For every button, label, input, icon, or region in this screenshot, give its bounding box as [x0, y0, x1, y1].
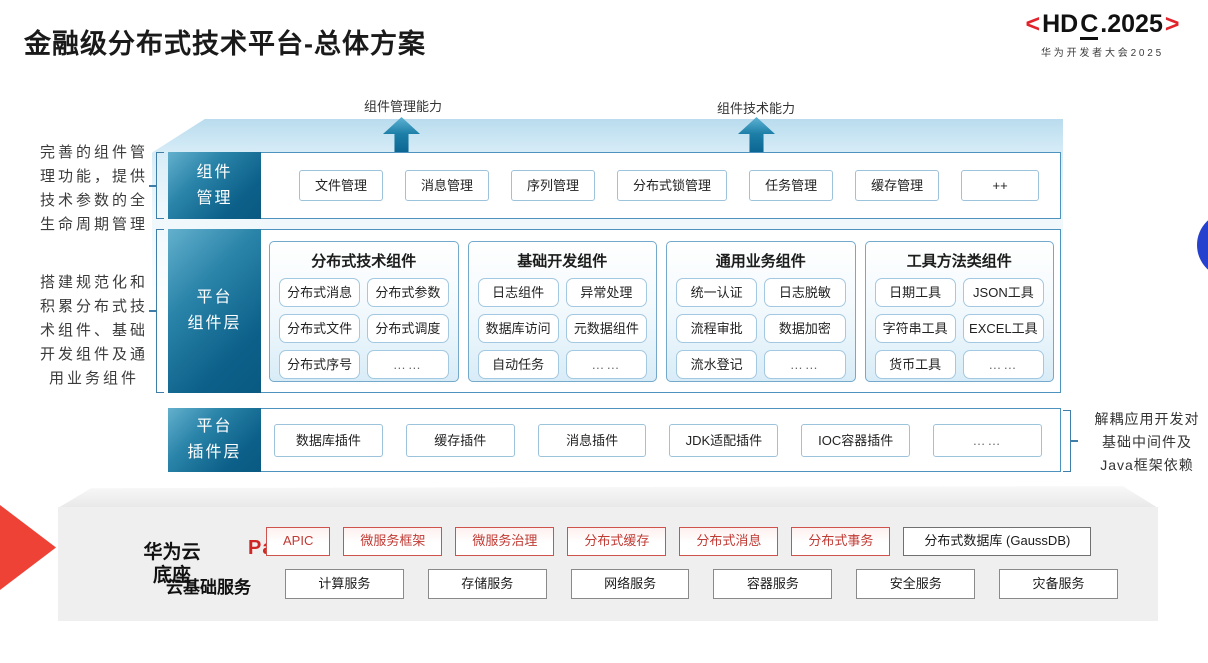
- iaas-service-box: 灾备服务: [999, 569, 1118, 599]
- cloud-basic-services-label: 云基础服务: [166, 578, 251, 597]
- platform-plugins-row: 平台 插件层 数据库插件 缓存插件 消息插件 JDK适配插件 IOC容器插件 ……: [168, 408, 1061, 472]
- logo-text-underlined: C: [1080, 11, 1099, 41]
- component-box: 日志组件: [477, 278, 559, 307]
- group-items: 统一认证 日志脱敏 流程审批 数据加密 流水登记 ……: [667, 278, 855, 388]
- component-management-row: 组件 管理 文件管理 消息管理 序列管理 分布式锁管理 任务管理 缓存管理 ++: [168, 152, 1061, 219]
- platform-components-row: 平台 组件层 分布式技术组件 分布式消息 分布式参数 分布式文件 分布式调度 分…: [168, 229, 1061, 393]
- component-box: 分布式锁管理: [617, 170, 728, 201]
- group-title: 分布式技术组件: [311, 253, 417, 270]
- left-bracket: [149, 229, 164, 393]
- page-title: 金融级分布式技术平台-总体方案: [24, 29, 426, 59]
- plugin-box: 数据库插件: [274, 423, 383, 457]
- platform-components-label: 平台 组件层: [168, 229, 261, 393]
- paas-database-box: 分布式数据库 (GaussDB): [903, 527, 1092, 556]
- paas-services-row: APIC 微服务框架 微服务治理 分布式缓存 分布式消息 分布式事务 分布式数据…: [266, 527, 1092, 557]
- component-box: 缓存管理: [855, 170, 940, 201]
- component-box: 分布式消息: [279, 278, 361, 307]
- component-box: 异常处理: [565, 278, 647, 307]
- note-component-management: 完善的组件管 理功能，提供 技术参数的全 生命周期管理: [39, 144, 148, 233]
- logo-subtitle: 华为开发者大会2025: [1040, 48, 1165, 60]
- component-box: 消息管理: [405, 170, 490, 201]
- left-bracket: [149, 152, 164, 219]
- platform-plugins-items: 数据库插件 缓存插件 消息插件 JDK适配插件 IOC容器插件 ……: [274, 409, 1042, 471]
- iaas-service-box: 存储服务: [427, 569, 547, 599]
- plugin-box: 缓存插件: [405, 423, 515, 457]
- iaas-service-box: 安全服务: [856, 569, 976, 599]
- red-arrow-icon: [0, 505, 56, 590]
- plugin-box: IOC容器插件: [801, 423, 911, 457]
- group-distributed-tech: 分布式技术组件 分布式消息 分布式参数 分布式文件 分布式调度 分布式序号 ……: [269, 241, 459, 382]
- platform-component-groups: 分布式技术组件 分布式消息 分布式参数 分布式文件 分布式调度 分布式序号 ………: [269, 241, 1054, 382]
- blue-circle-decoration: [1197, 212, 1208, 278]
- component-box: 流程审批: [676, 314, 758, 343]
- group-items: 分布式消息 分布式参数 分布式文件 分布式调度 分布式序号 ……: [270, 278, 458, 388]
- plugin-box-more: ……: [933, 423, 1042, 457]
- component-box: 字符串工具: [874, 314, 956, 343]
- component-box-more: ……: [367, 350, 449, 379]
- iaas-service-box: 计算服务: [285, 569, 404, 599]
- technical-capability-label: 组件技术能力: [716, 101, 795, 116]
- component-box: 流水登记: [676, 350, 758, 379]
- component-box: 日志脱敏: [764, 278, 846, 307]
- group-utility-tools: 工具方法类组件 日期工具 JSON工具 字符串工具 EXCEL工具 货币工具 ……: [864, 241, 1054, 382]
- component-box: 数据加密: [764, 314, 846, 343]
- management-capability-label: 组件管理能力: [363, 99, 442, 114]
- huawei-cloud-base-title: 华为云 底座: [143, 542, 201, 586]
- component-box: JSON工具: [962, 278, 1044, 307]
- note-platform-components: 搭建规范化和 积累分布式技 术组件、基础 开发组件及通 用业务组件: [39, 274, 148, 387]
- component-box: 分布式调度: [367, 314, 449, 343]
- component-box: 分布式序号: [279, 350, 361, 379]
- plugin-box: JDK适配插件: [669, 423, 779, 457]
- cloud-panel-top-face: [58, 486, 1158, 508]
- component-box: 分布式文件: [279, 314, 361, 343]
- iaas-service-box: 网络服务: [570, 569, 690, 599]
- component-box: 序列管理: [511, 170, 596, 201]
- paas-service-box: 分布式缓存: [567, 527, 667, 556]
- component-management-items: 文件管理 消息管理 序列管理 分布式锁管理 任务管理 缓存管理 ++: [261, 153, 1060, 218]
- cloud-basic-services-row: 计算服务 存储服务 网络服务 容器服务 安全服务 灾备服务: [285, 569, 1118, 599]
- component-box: 分布式参数: [367, 278, 449, 307]
- group-items: 日期工具 JSON工具 字符串工具 EXCEL工具 货币工具 ……: [866, 278, 1054, 388]
- component-box: 元数据组件: [565, 314, 647, 343]
- component-box: EXCEL工具: [962, 314, 1044, 343]
- logo-left-angle-icon: <: [1025, 10, 1041, 38]
- component-box-more: ++: [961, 170, 1040, 201]
- huawei-cloud-base-panel: 华为云 底座 PaaS APIC 微服务框架 微服务治理 分布式缓存 分布式消息…: [58, 507, 1158, 621]
- component-box: 文件管理: [299, 170, 384, 201]
- component-box-more: ……: [962, 350, 1044, 379]
- component-box: 数据库访问: [477, 314, 559, 343]
- paas-service-box: 微服务框架: [343, 527, 443, 556]
- paas-service-box: 微服务治理: [455, 527, 555, 556]
- group-title: 工具方法类组件: [906, 253, 1012, 270]
- logo-text-post: .2025: [1100, 10, 1163, 38]
- paas-service-box: 分布式事务: [791, 527, 891, 556]
- group-title: 基础开发组件: [517, 253, 608, 270]
- right-bracket: [1063, 410, 1078, 472]
- paas-service-box: 分布式消息: [679, 527, 779, 556]
- component-box: 日期工具: [874, 278, 956, 307]
- component-box: 统一认证: [676, 278, 758, 307]
- group-basic-dev: 基础开发组件 日志组件 异常处理 数据库访问 元数据组件 自动任务 ……: [467, 241, 657, 382]
- component-box-more: ……: [565, 350, 647, 379]
- iaas-service-box: 容器服务: [713, 569, 833, 599]
- component-box-more: ……: [764, 350, 846, 379]
- group-title: 通用业务组件: [715, 253, 806, 270]
- platform-plugins-label: 平台 插件层: [168, 408, 261, 472]
- note-decouple-dependency: 解耦应用开发对 基础中间件及 Java框架依赖: [1094, 411, 1200, 473]
- component-box: 货币工具: [874, 350, 956, 379]
- logo-text-pre: HD: [1042, 10, 1079, 38]
- group-items: 日志组件 异常处理 数据库访问 元数据组件 自动任务 ……: [469, 278, 657, 388]
- component-management-label: 组件 管理: [168, 152, 261, 219]
- group-common-business: 通用业务组件 统一认证 日志脱敏 流程审批 数据加密 流水登记 ……: [666, 241, 856, 382]
- paas-service-box: APIC: [266, 527, 331, 556]
- logo-right-angle-icon: >: [1164, 10, 1180, 38]
- component-box: 自动任务: [477, 350, 559, 379]
- component-box: 任务管理: [749, 170, 834, 201]
- plugin-box: 消息插件: [537, 423, 647, 457]
